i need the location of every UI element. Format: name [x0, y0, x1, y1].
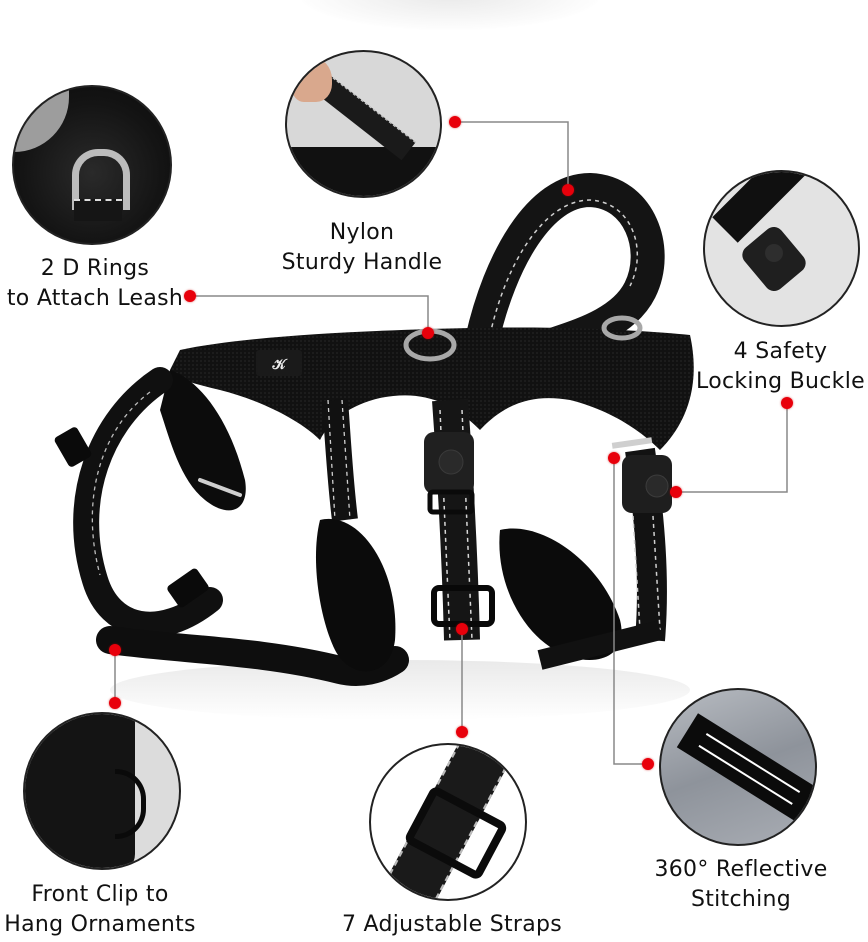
label-line: Front Clip to — [31, 882, 169, 907]
hand — [292, 57, 332, 102]
label-line: Sturdy Handle — [281, 250, 443, 275]
label-buckle: 4 Safety Locking Buckle — [693, 337, 868, 397]
cord-loop-icon — [115, 769, 146, 839]
callout-dot-front-clip-anchor — [109, 644, 121, 656]
callout-dot-handle — [449, 116, 461, 128]
handle-detail-image — [285, 50, 442, 198]
callout-dot-straps — [456, 726, 468, 738]
adjustable-strap-detail-image — [369, 743, 527, 901]
front-clip-detail-image — [23, 712, 181, 870]
label-straps: 7 Adjustable Straps — [335, 910, 569, 940]
callout-dot-buckle-anchor — [670, 486, 682, 498]
background-patch — [14, 87, 69, 152]
label-line: Nylon — [329, 220, 395, 245]
callout-dot-front-clip — [109, 697, 121, 709]
callout-lines — [114, 121, 788, 765]
reflective-strap — [676, 713, 815, 827]
stitch-line — [698, 744, 793, 805]
buckle-detail-image — [703, 170, 860, 327]
label-line: Stitching — [690, 887, 792, 912]
callout-dot-reflective-anchor — [608, 452, 620, 464]
label-line: Hang Ornaments — [4, 912, 196, 937]
buckle-button — [765, 244, 783, 262]
harness-body — [287, 147, 440, 196]
callout-dot-buckle — [781, 397, 793, 409]
d-ring-icon — [72, 149, 130, 210]
callout-dot-straps-anchor — [456, 623, 468, 635]
callout-dot-handle-anchor — [562, 184, 574, 196]
d-ring-detail-image — [12, 85, 172, 245]
stitch-line — [705, 733, 801, 793]
label-handle: Nylon Sturdy Handle — [272, 218, 452, 278]
label-d-rings: 2 D Rings to Attach Leash — [0, 254, 190, 314]
callout-dot-d-rings — [184, 290, 196, 302]
reflective-stitching-detail-image — [659, 688, 817, 846]
strap-tab — [74, 199, 122, 221]
label-line: 2 D Rings — [40, 256, 150, 281]
label-line: 360° Reflective — [654, 857, 828, 882]
label-line: to Attach Leash — [6, 286, 184, 311]
svg-text:𝒦: 𝒦 — [271, 357, 287, 373]
callout-dot-reflective — [642, 758, 654, 770]
label-line: 7 Adjustable Straps — [341, 912, 563, 937]
label-line: 4 Safety — [733, 339, 828, 364]
label-reflective: 360° Reflective Stitching — [650, 855, 832, 915]
label-line: Locking Buckle — [696, 369, 865, 394]
callout-dot-d-ring-anchor — [422, 327, 434, 339]
label-front-clip: Front Clip to Hang Ornaments — [0, 880, 200, 940]
